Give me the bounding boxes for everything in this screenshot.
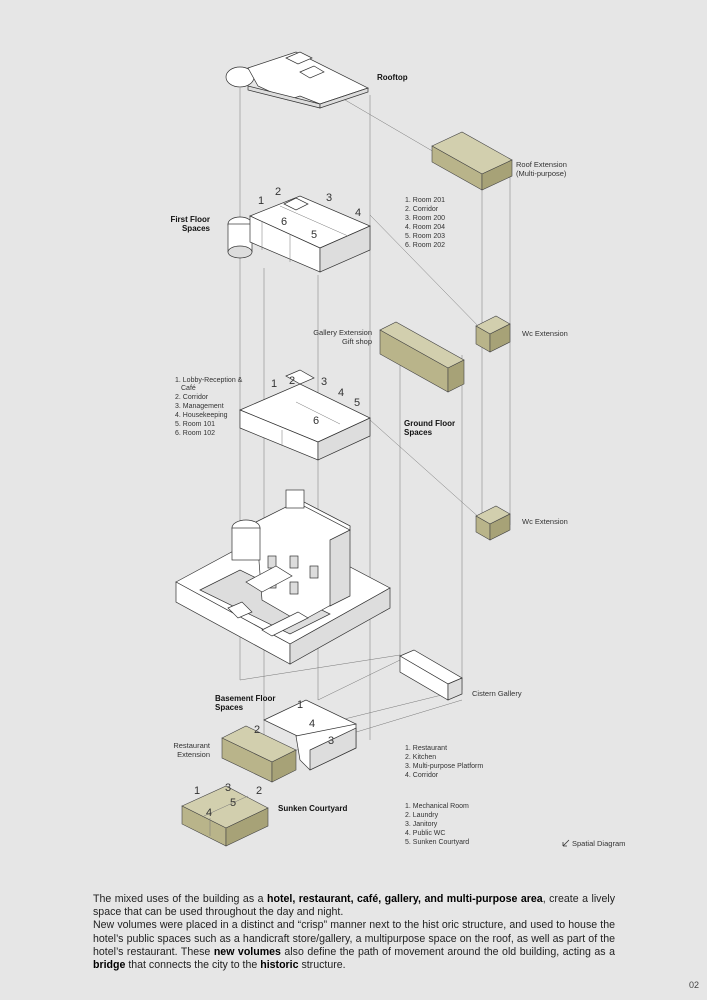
roof-extension-volume: Roof Extension (Multi-purpose) [431, 131, 567, 191]
first-floor-label: Spaces [182, 224, 211, 233]
rooftop-label: Rooftop [377, 73, 408, 82]
svg-text:4. Corridor: 4. Corridor [405, 772, 439, 779]
basement-room-number: 2 [254, 724, 260, 736]
spatial-diagram-label: Spatial Diagram [572, 839, 625, 848]
first-room-number: 3 [326, 192, 332, 204]
sunken-room-number: 4 [206, 807, 212, 819]
svg-text:2. Laundry: 2. Laundry [405, 812, 439, 819]
ground-room-number: 1 [271, 378, 277, 390]
restaurant-extension-label: Restaurant [173, 741, 211, 750]
svg-text:3. Room 200: 3. Room 200 [405, 215, 445, 222]
arrow-icon [562, 839, 570, 847]
svg-text:3. Multi-purpose Platform: 3. Multi-purpose Platform [405, 763, 483, 770]
svg-text:1. Mechanical Room: 1. Mechanical Room [405, 803, 469, 810]
alignment-guides [239, 88, 511, 761]
svg-text:1. Restaurant: 1. Restaurant [405, 745, 447, 752]
sunken-legend: 1. Mechanical Room 2. Laundry 3. Janitor… [405, 803, 469, 846]
roof-extension-label: (Multi-purpose) [516, 169, 567, 178]
first-floor-label: First Floor [170, 215, 210, 224]
basement-floor-label: Basement Floor [215, 694, 275, 703]
first-room-number: 2 [275, 186, 281, 198]
restaurant-extension-label: Extension [177, 750, 210, 759]
wc-extension-label: Wc Extension [522, 517, 568, 526]
gallery-extension-label: Gift shop [342, 337, 372, 346]
basement-floor-label: Spaces [215, 703, 244, 712]
basement-floor-volume: 1 2 3 4 Basement Floor Spaces Restaurant… [173, 694, 357, 783]
first-room-number: 1 [258, 195, 264, 207]
sunken-room-number: 1 [194, 785, 200, 797]
first-floor-legend: 1. Room 201 2. Corridor 3. Room 200 4. R… [405, 197, 445, 249]
caption-paragraph-2: New volumes were placed in a distinct an… [93, 919, 615, 972]
svg-text:2. Corridor: 2. Corridor [405, 206, 439, 213]
svg-text:3. Management: 3. Management [175, 403, 224, 410]
ground-room-number: 3 [321, 376, 327, 388]
cistern-gallery-volume: Cistern Gallery [399, 649, 522, 701]
wc-extension-upper-volume: Wc Extension [475, 315, 568, 353]
svg-text:4. Public WC: 4. Public WC [405, 830, 445, 837]
sunken-courtyard-volume: 1 2 3 4 5 Sunken Courtyard [181, 782, 347, 847]
svg-text:6. Room 102: 6. Room 102 [175, 430, 215, 437]
svg-text:4. Room 204: 4. Room 204 [405, 224, 445, 231]
cistern-gallery-label: Cistern Gallery [472, 689, 522, 698]
basement-room-number: 4 [309, 718, 315, 730]
svg-text:1. Room 201: 1. Room 201 [405, 197, 445, 204]
svg-text:3. Janitory: 3. Janitory [405, 821, 438, 828]
gallery-extension-label: Gallery Extension [313, 328, 372, 337]
basement-room-number: 1 [297, 699, 303, 711]
first-room-number: 6 [281, 216, 287, 228]
caption-paragraph-1: The mixed uses of the building as a hote… [93, 893, 616, 919]
page-number: 02 [688, 980, 699, 990]
ground-floor-volume: 1 2 3 4 5 6 Ground Floor Spaces [239, 369, 455, 461]
ground-room-number: 2 [289, 375, 295, 387]
wc-extension-lower-volume: Wc Extension [475, 505, 568, 541]
sunken-room-number: 2 [256, 785, 262, 797]
sunken-room-number: 3 [225, 782, 231, 794]
gallery-extension-volume: Gallery Extension Gift shop [313, 321, 465, 393]
exploded-axonometric-diagram: Rooftop 1 2 3 4 5 6 First Floor Spaces 1… [170, 51, 625, 848]
caption-text: The mixed uses of the building as a hote… [93, 893, 615, 972]
roof-extension-label: Roof Extension [516, 160, 567, 169]
wc-extension-label: Wc Extension [522, 329, 568, 338]
basement-room-number: 3 [328, 735, 334, 747]
ground-floor-legend: 1. Lobby-Reception & Café 2. Corridor 3.… [175, 377, 243, 437]
svg-text:1. Lobby-Reception &: 1. Lobby-Reception & [175, 377, 243, 384]
first-floor-volume: 1 2 3 4 5 6 First Floor Spaces [170, 186, 371, 273]
sunken-room-number: 5 [230, 797, 236, 809]
first-room-number: 4 [355, 207, 361, 219]
svg-text:5. Room 203: 5. Room 203 [405, 233, 445, 240]
spatial-diagram-key: Spatial Diagram [562, 839, 625, 848]
svg-text:2. Kitchen: 2. Kitchen [405, 754, 436, 761]
svg-text:5. Sunken Courtyard: 5. Sunken Courtyard [405, 839, 469, 846]
svg-text:6. Room 202: 6. Room 202 [405, 242, 445, 249]
svg-text:4. Housekeeping: 4. Housekeeping [175, 412, 228, 419]
ground-room-number: 6 [313, 415, 319, 427]
ground-floor-label: Ground Floor [404, 419, 455, 428]
sunken-courtyard-label: Sunken Courtyard [278, 804, 347, 813]
ground-room-number: 4 [338, 387, 344, 399]
svg-text:5. Room 101: 5. Room 101 [175, 421, 215, 428]
rooftop-plate: Rooftop [225, 51, 408, 109]
ground-floor-label: Spaces [404, 428, 433, 437]
ground-room-number: 5 [354, 397, 360, 409]
first-room-number: 5 [311, 229, 317, 241]
svg-text:Café: Café [181, 385, 196, 392]
historic-building-model [175, 489, 391, 665]
svg-text:2. Corridor: 2. Corridor [175, 394, 209, 401]
basement-legend: 1. Restaurant 2. Kitchen 3. Multi-purpos… [405, 745, 483, 779]
